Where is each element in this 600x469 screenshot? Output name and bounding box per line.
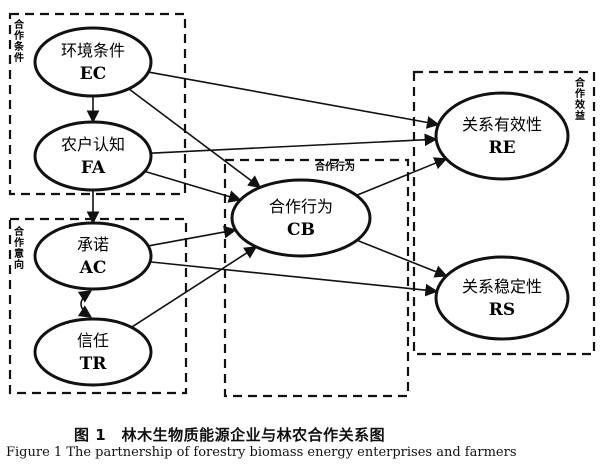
node-tr-code: TR [80,354,108,374]
figure-caption-english: Figure 1 The partnership of forestry bio… [6,445,517,460]
node-tr-ellipse [33,317,153,387]
cooperation-conditions-label: 合作条件 [13,18,25,64]
cooperation-behavior-label: 合作行为 [314,160,355,173]
edge-fa-re [150,133,438,154]
node-re-code: RE [488,138,515,158]
edge-cb-rs [356,239,448,278]
node-ac-code: AC [79,258,107,278]
edge-fa-cb [144,170,242,203]
node-re-name: 关系有效性 [462,115,542,134]
cooperation-behavior-box [223,158,410,398]
edge-ec-cb [128,88,262,189]
node-cb-code: CB [287,220,315,240]
edge-ec-re [148,71,440,129]
node-ac-ellipse [33,221,153,291]
node-tr: 信任 TR [33,317,153,387]
node-tr-name: 信任 [77,331,109,350]
node-rs-name: 关系稳定性 [462,277,542,296]
node-ac: 承诺 AC [33,221,153,291]
node-fa-ellipse [33,120,153,192]
edge-tr-cb [130,246,258,328]
edge-ac-rs [149,261,439,297]
node-ec-ellipse [33,26,153,98]
node-fa-code: FA [81,158,106,178]
node-cb-name: 合作行为 [269,197,333,216]
node-fa-name: 农户认知 [61,135,125,154]
node-rs-code: RS [489,300,515,320]
cooperation-intention-box [8,217,188,395]
node-rs: 关系稳定性 RS [434,255,570,341]
node-rs-ellipse [434,255,570,341]
edge-ac-tr [77,290,93,318]
node-ec-name: 环境条件 [61,41,125,60]
cooperation-effect-box [412,70,596,356]
cooperation-intention-label: 合作意向 [13,225,25,271]
node-ac-name: 承诺 [77,235,109,254]
cooperation-effect-label: 合作效益 [574,76,586,122]
figure-caption-chinese: 图 1 林木生物质能源企业与林农合作关系图 [74,426,386,444]
edge-ac-cb [148,225,237,247]
node-ec-code: EC [80,64,107,84]
node-cb: 合作行为 CB [230,178,372,258]
node-fa: 农户认知 FA [33,120,153,192]
cooperation-conditions-box [8,12,187,196]
node-re: 关系有效性 RE [434,91,570,181]
node-cb-ellipse [230,178,372,258]
node-re-ellipse [434,91,570,181]
node-ec: 环境条件 EC [33,26,153,98]
edge-cb-re [356,157,448,197]
